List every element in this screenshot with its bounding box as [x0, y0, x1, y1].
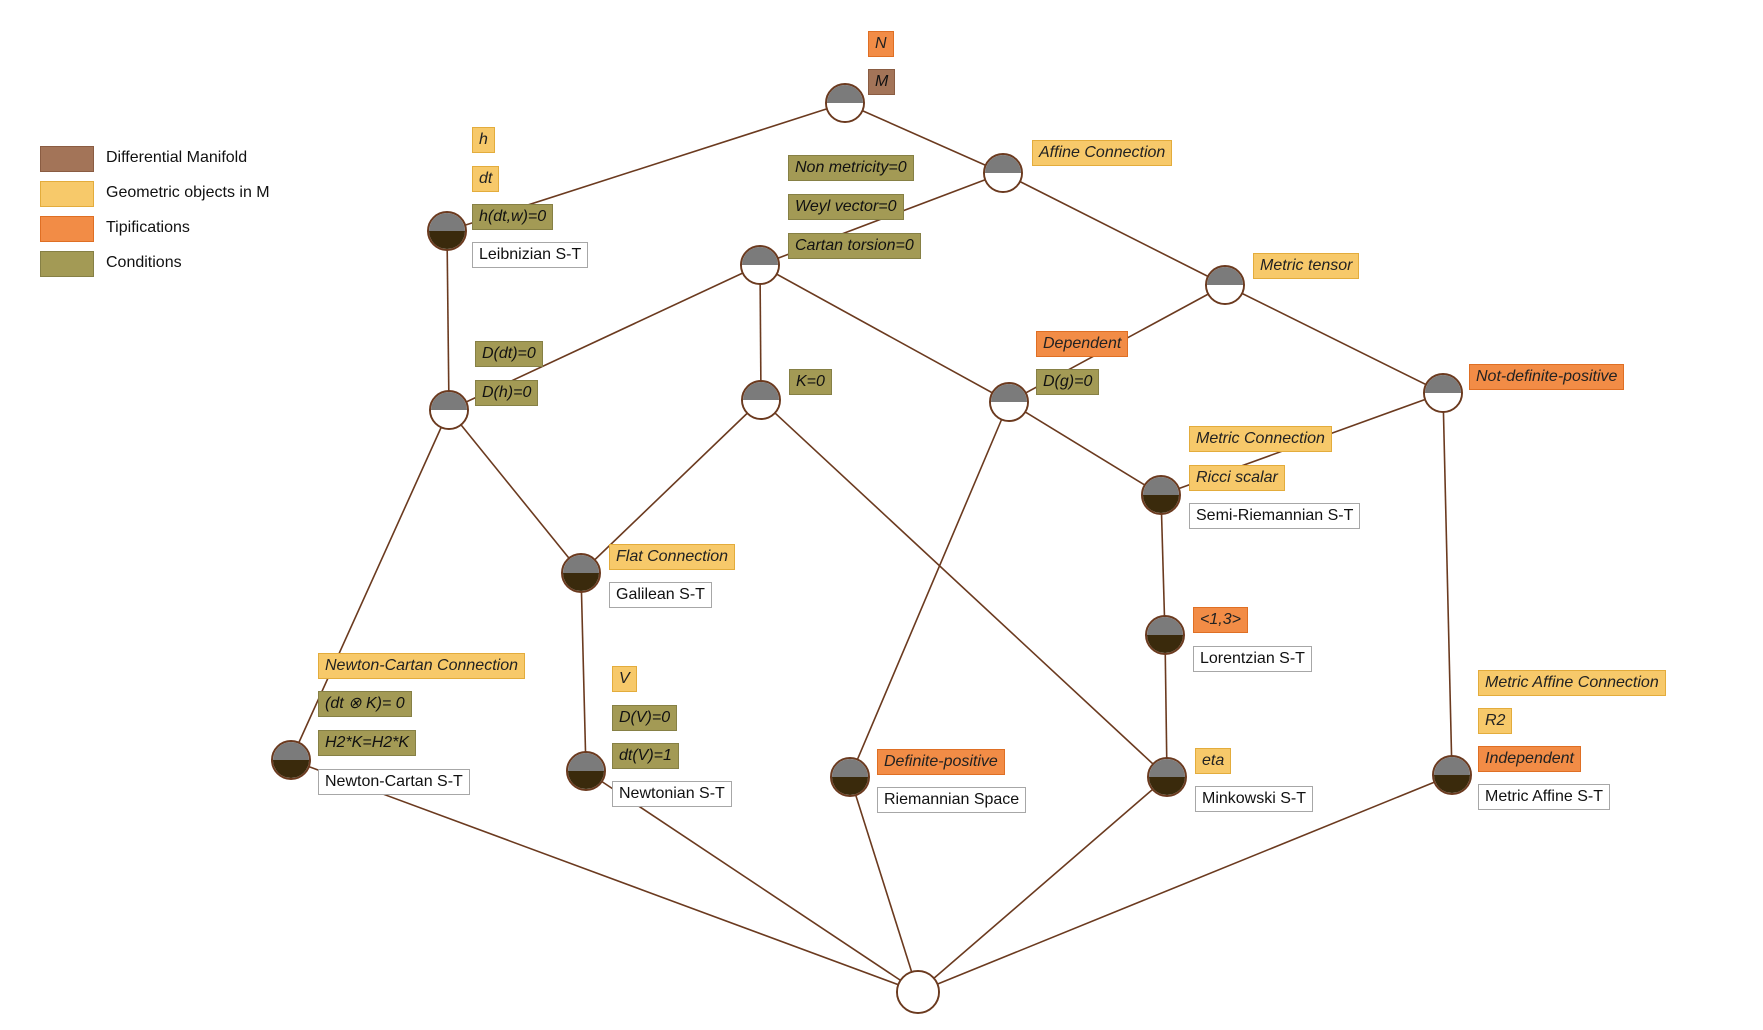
label-eta: eta — [1195, 748, 1232, 774]
node-metric-affine[interactable] — [1432, 755, 1472, 795]
edge — [580, 572, 587, 772]
edge — [446, 230, 450, 411]
label-newton-cartan: Newton-Cartan S-T — [318, 769, 470, 795]
label-n: N — [868, 31, 894, 57]
node-minkowski[interactable] — [1147, 757, 1187, 797]
legend-label: Differential Manifold — [106, 149, 248, 166]
label-independent: Independent — [1478, 746, 1581, 772]
edge — [1008, 401, 1162, 496]
label-k0: K=0 — [789, 369, 832, 395]
edge — [585, 770, 919, 993]
node-lorentzian[interactable] — [1145, 615, 1185, 655]
legend-label: Geometric objects in M — [106, 184, 270, 201]
node-flat[interactable] — [741, 380, 781, 420]
edge — [448, 409, 582, 574]
label-d-v: D(V)=0 — [612, 705, 678, 731]
label-lorentzian: Lorentzian S-T — [1193, 646, 1312, 672]
node-semi-riemannian[interactable] — [1141, 475, 1181, 515]
edge — [849, 401, 1010, 778]
label-dt-k: (dt ⊗ K)= 0 — [318, 691, 412, 717]
label-h: h — [472, 127, 495, 153]
label-dt: dt — [472, 166, 500, 192]
label-definite-positive: Definite-positive — [877, 749, 1005, 775]
edge — [1224, 284, 1444, 394]
node-root[interactable] — [825, 83, 865, 123]
label-h2k: H2*K=H2*K — [318, 730, 417, 756]
label-semi-riemannian: Semi-Riemannian S-T — [1189, 503, 1361, 529]
node-dependent[interactable] — [989, 382, 1029, 422]
node-bottom[interactable] — [896, 970, 940, 1014]
label-d-g: D(g)=0 — [1036, 369, 1100, 395]
label-h-dt-w: h(dt,w)=0 — [472, 204, 554, 230]
edge — [917, 776, 1168, 993]
edge — [917, 774, 1453, 993]
legend-swatch — [40, 216, 94, 242]
label-d-h: D(h)=0 — [475, 380, 539, 406]
edge — [1002, 172, 1226, 286]
label-newton-cartan-connection: Newton-Cartan Connection — [318, 653, 525, 679]
node-riemannian[interactable] — [830, 757, 870, 797]
edge — [1160, 494, 1166, 636]
label-metric-affine-connection: Metric Affine Connection — [1478, 670, 1666, 696]
label-newtonian: Newtonian S-T — [612, 781, 732, 807]
node-galilean[interactable] — [561, 553, 601, 593]
label-m: M — [868, 69, 896, 95]
label-leibnizian: Leibnizian S-T — [472, 242, 589, 268]
label-ricci-scalar: Ricci scalar — [1189, 465, 1285, 491]
edge — [290, 759, 919, 993]
node-leibnizian[interactable] — [427, 211, 467, 251]
node-newton-cartan[interactable] — [271, 740, 311, 780]
label-weyl-vector: Weyl vector=0 — [788, 194, 904, 220]
legend-label: Conditions — [106, 254, 182, 271]
edge — [844, 102, 1004, 174]
label-galilean: Galilean S-T — [609, 582, 712, 608]
node-dt-h-parallel[interactable] — [429, 390, 469, 430]
node-torsion-free[interactable] — [740, 245, 780, 285]
edge — [759, 264, 762, 401]
node-metric-tensor[interactable] — [1205, 265, 1245, 305]
node-newtonian[interactable] — [566, 751, 606, 791]
label-sig-1-3: <1,3> — [1193, 607, 1248, 633]
edge — [290, 409, 450, 761]
label-affine-connection: Affine Connection — [1032, 140, 1173, 166]
label-metric-connection: Metric Connection — [1189, 426, 1332, 452]
edge — [1442, 392, 1453, 776]
edge — [759, 264, 1010, 403]
legend-label: Tipifications — [106, 219, 190, 236]
label-r2: R2 — [1478, 708, 1513, 734]
legend-swatch — [40, 181, 94, 207]
label-metric-tensor: Metric tensor — [1253, 253, 1360, 279]
legend-swatch — [40, 251, 94, 277]
label-dt-v: dt(V)=1 — [612, 743, 679, 769]
label-non-metricity: Non metricity=0 — [788, 155, 914, 181]
label-riemannian: Riemannian Space — [877, 787, 1027, 813]
label-d-dt: D(dt)=0 — [475, 341, 543, 367]
label-v: V — [612, 666, 637, 692]
edge — [760, 399, 1168, 778]
legend-swatch — [40, 146, 94, 172]
label-cartan-torsion: Cartan torsion=0 — [788, 233, 921, 259]
node-affine-connection[interactable] — [983, 153, 1023, 193]
edge — [849, 776, 919, 993]
label-flat-connection: Flat Connection — [609, 544, 736, 570]
edge — [1164, 634, 1168, 778]
label-metric-affine: Metric Affine S-T — [1478, 784, 1610, 810]
label-not-definite-positive: Not-definite-positive — [1469, 364, 1625, 390]
label-dependent: Dependent — [1036, 331, 1129, 357]
node-not-definite-positive[interactable] — [1423, 373, 1463, 413]
label-minkowski: Minkowski S-T — [1195, 786, 1314, 812]
